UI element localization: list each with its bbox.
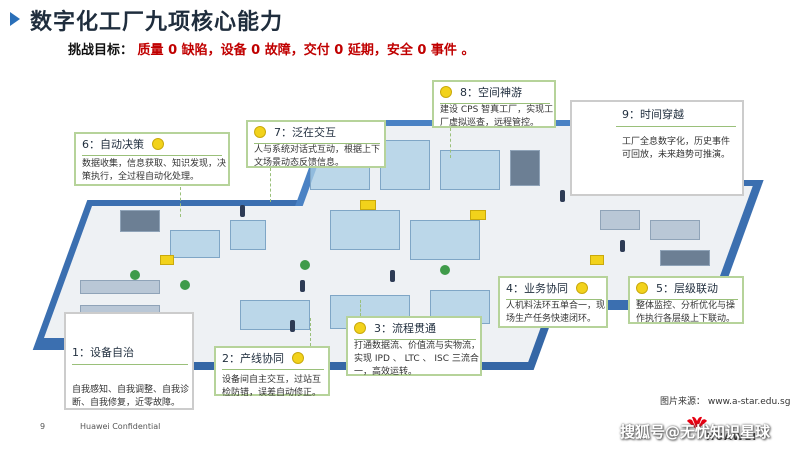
callout-pointer bbox=[450, 128, 451, 158]
callout-auto-decision: 6：自动决策 数据收集，信息获取、知识发现，决策执行，全过程自动化处理。 bbox=[74, 132, 230, 186]
callout-title: 1：设备自治 bbox=[72, 346, 134, 359]
page-number: 9 bbox=[40, 422, 46, 431]
plant-icon bbox=[440, 265, 450, 275]
goal-label: 挑战目标： bbox=[68, 43, 134, 58]
machine-unit bbox=[120, 210, 160, 232]
callout-pointer bbox=[270, 168, 271, 202]
machine-unit bbox=[660, 250, 710, 266]
callout-title: 6：自动决策 bbox=[82, 138, 144, 151]
plant-icon bbox=[180, 280, 190, 290]
callout-body: 打通数据流、价值流与实物流，实现 IPD 、 LTC 、 ISC 三流合一，高效… bbox=[354, 341, 481, 377]
yellow-dot-icon bbox=[292, 352, 304, 364]
callout-pointer bbox=[310, 318, 311, 346]
callout-time-travel: 9：时间穿越 工厂全息数字化，历史事件可回放，未来趋势可推演。 bbox=[570, 100, 744, 196]
watermark: 搜狐号@无忧知识星球 bbox=[620, 423, 771, 441]
machine-unit bbox=[230, 220, 266, 250]
page-title: 数字化工厂九项核心能力 bbox=[30, 10, 284, 35]
yellow-dot-icon bbox=[354, 322, 366, 334]
callout-title: 8：空间神游 bbox=[460, 86, 522, 99]
goal-text: 质量 0 缺陷，设备 0 故障，交付 0 延期，安全 0 事件 。 bbox=[137, 43, 475, 58]
machine-unit bbox=[510, 150, 540, 186]
yellow-dot-icon bbox=[254, 126, 266, 138]
huawei-logo-icon bbox=[687, 416, 707, 430]
callout-device-autonomy: 1：设备自治 自我感知、自我调整、自我诊断、自我修复，近零故障。 bbox=[64, 312, 194, 410]
worker-figure bbox=[560, 190, 565, 202]
callout-pointer bbox=[360, 300, 361, 316]
callout-body: 设备间自主交互，过站互检防错，误差自动修正。 bbox=[222, 375, 322, 398]
callout-space-travel: 8：空间神游 建设 CPS 智真工厂，实现工厂虚拟巡查，远程管控。 bbox=[432, 80, 556, 128]
callout-body: 人机料法环五单合一，现场生产任务快速闭环。 bbox=[506, 301, 606, 324]
worker-figure bbox=[620, 240, 625, 252]
callout-body: 建设 CPS 智真工厂，实现工厂虚拟巡查，远程管控。 bbox=[440, 105, 554, 128]
callout-body: 整体监控、分析优化与操作执行各层级上下联动。 bbox=[636, 301, 736, 324]
callout-hierarchy-linkage: 5：层级联动 整体监控、分析优化与操作执行各层级上下联动。 bbox=[628, 276, 744, 324]
callout-body: 数据收集，信息获取、知识发现，决策执行，全过程自动化处理。 bbox=[82, 159, 227, 182]
callout-business-collaboration: 4：业务协同 人机料法环五单合一，现场生产任务快速闭环。 bbox=[498, 276, 608, 328]
callout-pointer bbox=[180, 187, 181, 217]
machine-unit bbox=[360, 200, 376, 210]
yellow-dot-icon bbox=[440, 86, 452, 98]
yellow-dot-icon bbox=[636, 282, 648, 294]
worker-figure bbox=[290, 320, 295, 332]
machine-unit bbox=[410, 220, 480, 260]
callout-process-integration: 3：流程贯通 打通数据流、价值流与实物流，实现 IPD 、 LTC 、 ISC … bbox=[346, 316, 482, 377]
callout-ubiquitous-interaction: 7：泛在交互 人与系统对话式互动，根据上下文场景动态反馈信息。 bbox=[246, 120, 386, 168]
callout-body: 人与系统对话式互动，根据上下文场景动态反馈信息。 bbox=[254, 145, 381, 168]
callout-body: 自我感知、自我调整、自我诊断、自我修复，近零故障。 bbox=[72, 385, 190, 408]
machine-unit bbox=[380, 140, 430, 190]
machine-unit bbox=[470, 210, 486, 220]
yellow-dot-icon bbox=[152, 138, 164, 150]
machine-unit bbox=[590, 255, 604, 265]
callout-title: 7：泛在交互 bbox=[274, 126, 336, 139]
callout-title: 3：流程贯通 bbox=[374, 322, 436, 335]
plant-icon bbox=[300, 260, 310, 270]
callout-title: 5：层级联动 bbox=[656, 282, 718, 295]
challenge-goal: 挑战目标： 质量 0 缺陷，设备 0 故障，交付 0 延期，安全 0 事件 。 bbox=[68, 39, 474, 58]
machine-unit bbox=[160, 255, 174, 265]
worker-figure bbox=[300, 280, 305, 292]
callout-body: 工厂全息数字化，历史事件可回放，未来趋势可推演。 bbox=[622, 137, 731, 160]
machine-unit bbox=[650, 220, 700, 240]
machine-unit bbox=[170, 230, 220, 258]
yellow-dot-icon bbox=[576, 282, 588, 294]
confidential-label: Huawei Confidential bbox=[80, 422, 161, 431]
callout-title: 2：产线协同 bbox=[222, 352, 284, 365]
brand-name: HUAWEI bbox=[706, 432, 758, 443]
callout-title: 4：业务协同 bbox=[506, 282, 568, 295]
machine-unit bbox=[330, 210, 400, 250]
plant-icon bbox=[130, 270, 140, 280]
worker-figure bbox=[240, 205, 245, 217]
machine-unit bbox=[80, 280, 160, 294]
machine-unit bbox=[600, 210, 640, 230]
callout-title: 9：时间穿越 bbox=[622, 108, 684, 121]
title-marker-icon bbox=[10, 12, 20, 26]
machine-unit bbox=[440, 150, 500, 190]
callout-line-collaboration: 2：产线协同 设备间自主交互，过站互检防错，误差自动修正。 bbox=[214, 346, 330, 398]
worker-figure bbox=[390, 270, 395, 282]
machine-unit bbox=[240, 300, 310, 330]
image-source: 图片来源： www.a-star.edu.sg bbox=[660, 397, 791, 407]
